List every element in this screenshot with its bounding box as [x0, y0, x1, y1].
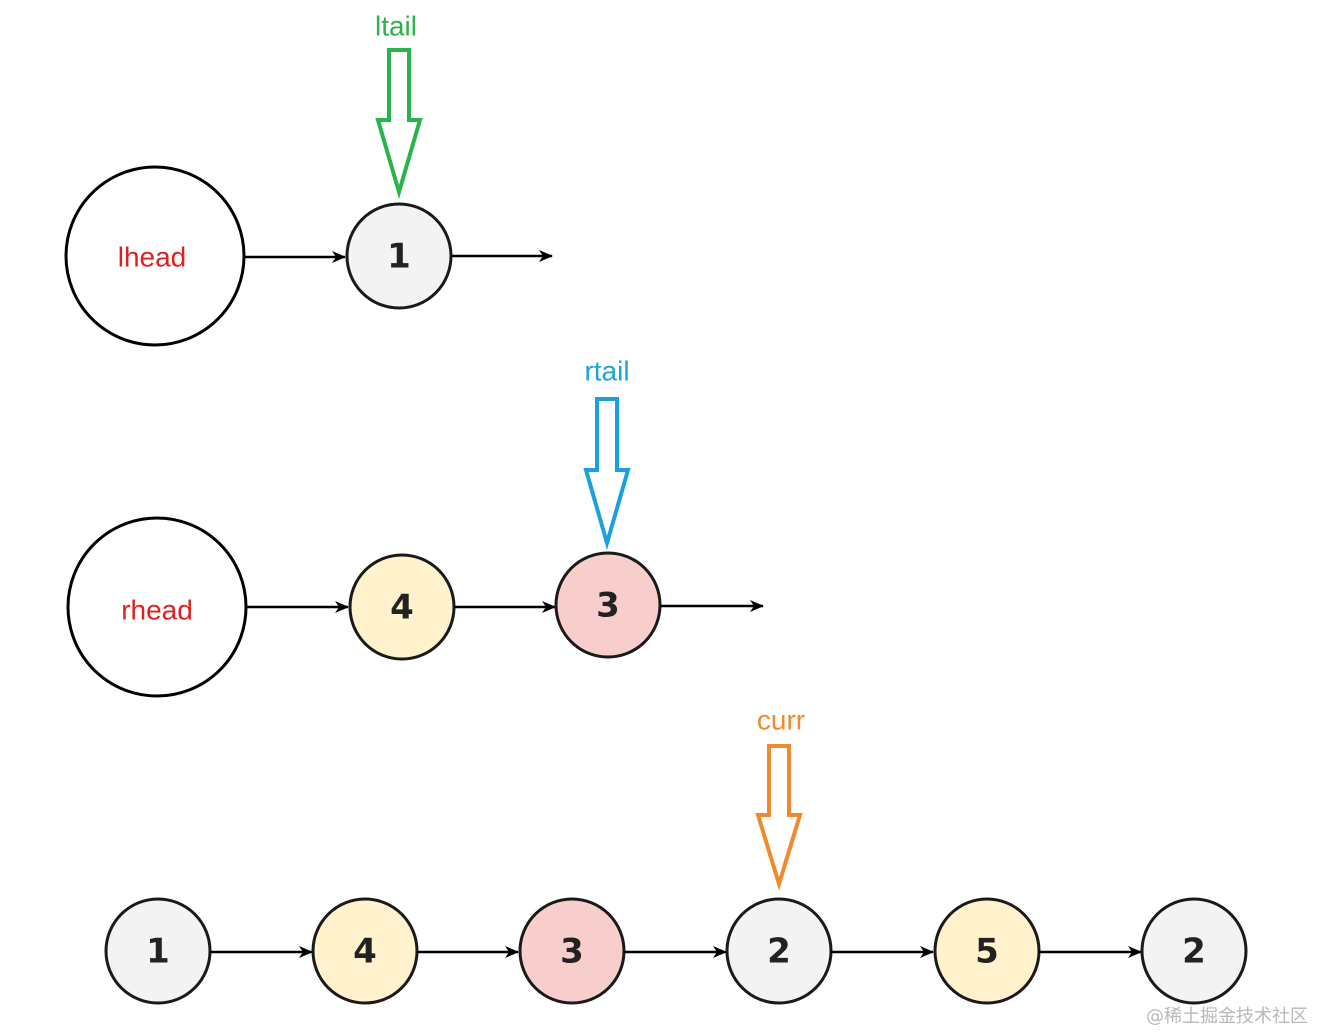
ltail-label: ltail	[375, 10, 417, 41]
watermark-text: @稀土掘金技术社区	[1146, 1006, 1308, 1027]
left-list: lhead 1	[64, 165, 553, 347]
right-node-3-value: 3	[596, 586, 620, 626]
rtail-arrow-icon	[583, 397, 631, 551]
lhead-dummy-node	[64, 165, 246, 347]
right-list: rhead 4 3	[66, 516, 764, 698]
rhead-label: rhead	[121, 594, 193, 625]
ltail-arrow-icon	[375, 48, 423, 200]
rtail-label: rtail	[584, 355, 629, 386]
orig-node-3-value: 3	[560, 932, 584, 972]
curr-label: curr	[757, 704, 805, 735]
rtail-pointer: rtail	[583, 355, 631, 551]
orig-node-2-value: 4	[353, 932, 377, 972]
orig-node-6	[1140, 897, 1248, 1005]
orig-node-6-value: 2	[1182, 932, 1206, 972]
rhead-dummy-node	[66, 516, 248, 698]
ltail-pointer: ltail	[375, 10, 423, 200]
curr-pointer: curr	[755, 704, 805, 891]
lhead-label: lhead	[118, 241, 187, 272]
orig-node-4-value: 2	[767, 932, 791, 972]
orig-node-5-value: 5	[975, 932, 999, 972]
curr-arrow-icon	[755, 744, 803, 891]
orig-node-1-value: 1	[146, 932, 170, 972]
original-list: 1 4 3 2 5 2	[104, 897, 1248, 1005]
left-node-1-value: 1	[387, 237, 411, 277]
right-node-4-value: 4	[390, 588, 414, 628]
